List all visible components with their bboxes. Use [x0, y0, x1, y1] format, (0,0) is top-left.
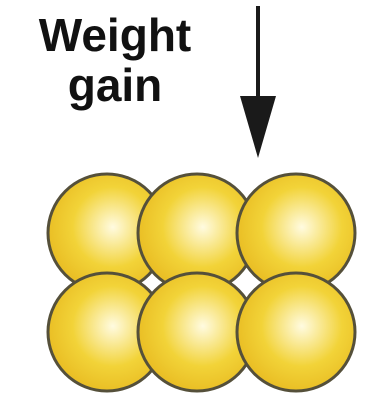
sphere	[237, 273, 355, 391]
arrow-head	[240, 96, 276, 158]
sphere-group	[48, 174, 355, 391]
